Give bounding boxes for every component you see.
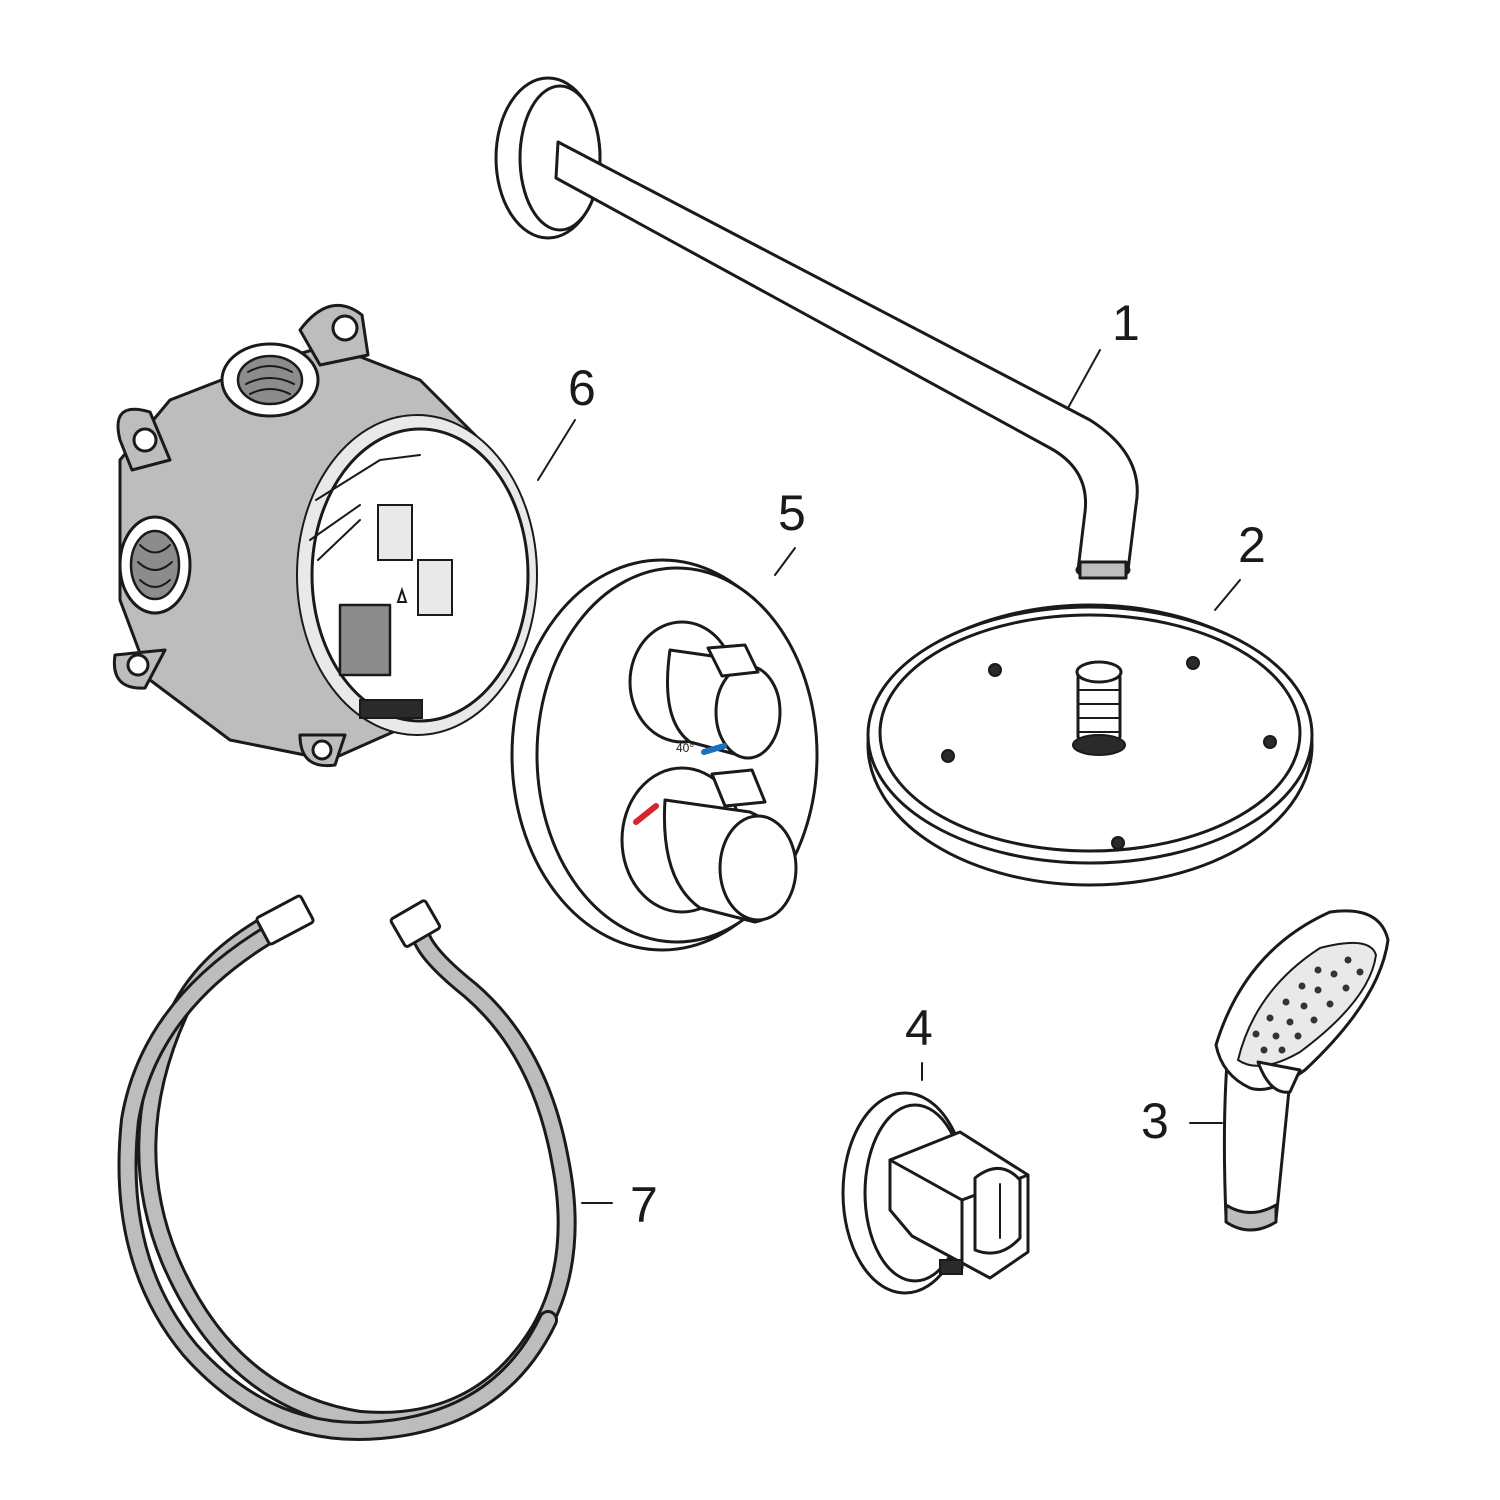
callout-2: 2 [1238, 517, 1266, 573]
callout-5: 5 [778, 485, 806, 541]
callout-6: 6 [568, 360, 596, 416]
shower-hose-icon [117, 894, 577, 1441]
rough-in-box-icon [112, 303, 538, 768]
callout-3: 3 [1141, 1093, 1169, 1149]
callout-leaders [537, 349, 1241, 1204]
wall-outlet-icon [841, 1091, 1030, 1295]
callout-7: 7 [630, 1177, 658, 1233]
svg-text:40°: 40° [676, 741, 694, 755]
shower-arm-icon [494, 76, 1139, 580]
callout-4: 4 [905, 1000, 933, 1056]
overhead-shower-icon [866, 603, 1314, 887]
thermostat-trim-icon: 40° [510, 558, 819, 952]
callout-1: 1 [1112, 295, 1140, 351]
hand-shower-icon [1214, 909, 1390, 1232]
